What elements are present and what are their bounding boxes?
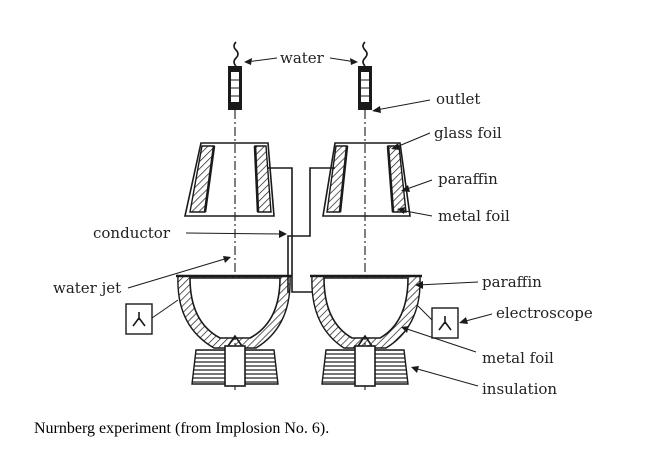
label-paraffin-bottom: paraffin xyxy=(482,273,542,291)
label-insulation: insulation xyxy=(482,380,557,398)
label-glass-foil: glass foil xyxy=(434,124,502,142)
label-paraffin-top: paraffin xyxy=(438,170,498,188)
label-water: water xyxy=(280,49,325,67)
right-water-inflow xyxy=(362,41,368,67)
label-water-jet: water jet xyxy=(53,279,121,297)
label-conductor: conductor xyxy=(93,224,171,242)
label-metal-foil-top: metal foil xyxy=(438,207,510,225)
right-upper-cone xyxy=(322,142,411,217)
conductor-wires xyxy=(268,167,335,293)
figure-caption: Nurnberg experiment (from Implosion No. … xyxy=(34,420,330,437)
label-outlet: outlet xyxy=(436,90,480,108)
left-assembly xyxy=(125,41,292,390)
left-upper-cone xyxy=(184,142,275,217)
label-arrows xyxy=(127,57,493,387)
left-water-inflow xyxy=(233,41,239,67)
label-metal-foil-bottom: metal foil xyxy=(482,349,554,367)
right-assembly xyxy=(310,41,459,390)
label-electroscope: electroscope xyxy=(496,304,593,322)
